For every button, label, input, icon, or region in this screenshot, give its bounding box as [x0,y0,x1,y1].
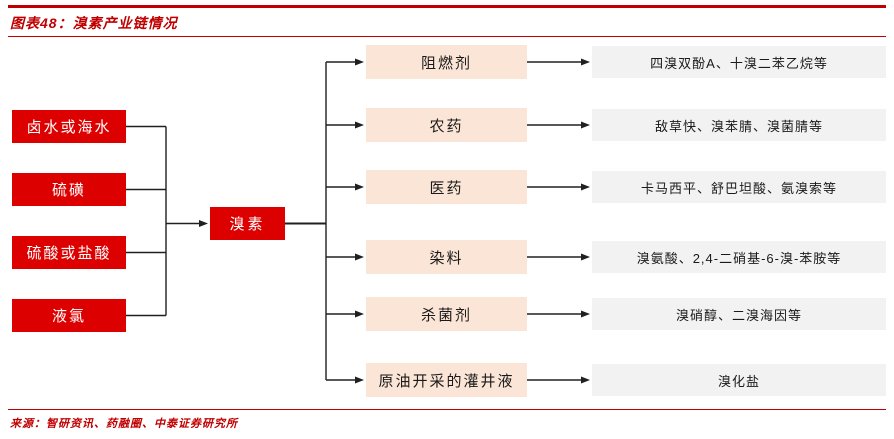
input-node-sulfur: 硫磺 [12,173,126,206]
product-node: 敌草快、溴苯腈、溴菌腈等 [592,109,886,141]
product-node: 溴氨酸、2,4-二硝基-6-溴-苯胺等 [592,241,886,273]
product-node: 溴化盐 [592,364,886,396]
core-node-bromine: 溴素 [210,207,285,240]
input-node-liquid-chlorine: 液氯 [12,299,126,332]
product-node: 卡马西平、舒巴坦酸、氨溴索等 [592,171,886,203]
input-node-acid: 硫酸或盐酸 [12,236,126,269]
category-node: 医药 [366,170,527,204]
source-rule [8,409,886,410]
category-node: 杀菌剂 [366,297,527,331]
category-node: 原油开采的灌井液 [366,363,527,397]
title-underline-rule [8,36,886,37]
figure-title: 图表48：溴素产业链情况 [10,15,178,31]
product-node: 四溴双酚A、十溴二苯乙烷等 [592,46,886,78]
category-node: 染料 [366,240,527,274]
product-node: 溴硝醇、二溴海因等 [592,298,886,330]
top-rule [8,5,886,8]
category-node: 农药 [366,108,527,142]
source-note: 来源：智研资讯、药融圈、中泰证券研究所 [10,418,238,430]
category-node: 阻燃剂 [366,45,527,79]
input-node-brine-seawater: 卤水或海水 [12,110,126,143]
